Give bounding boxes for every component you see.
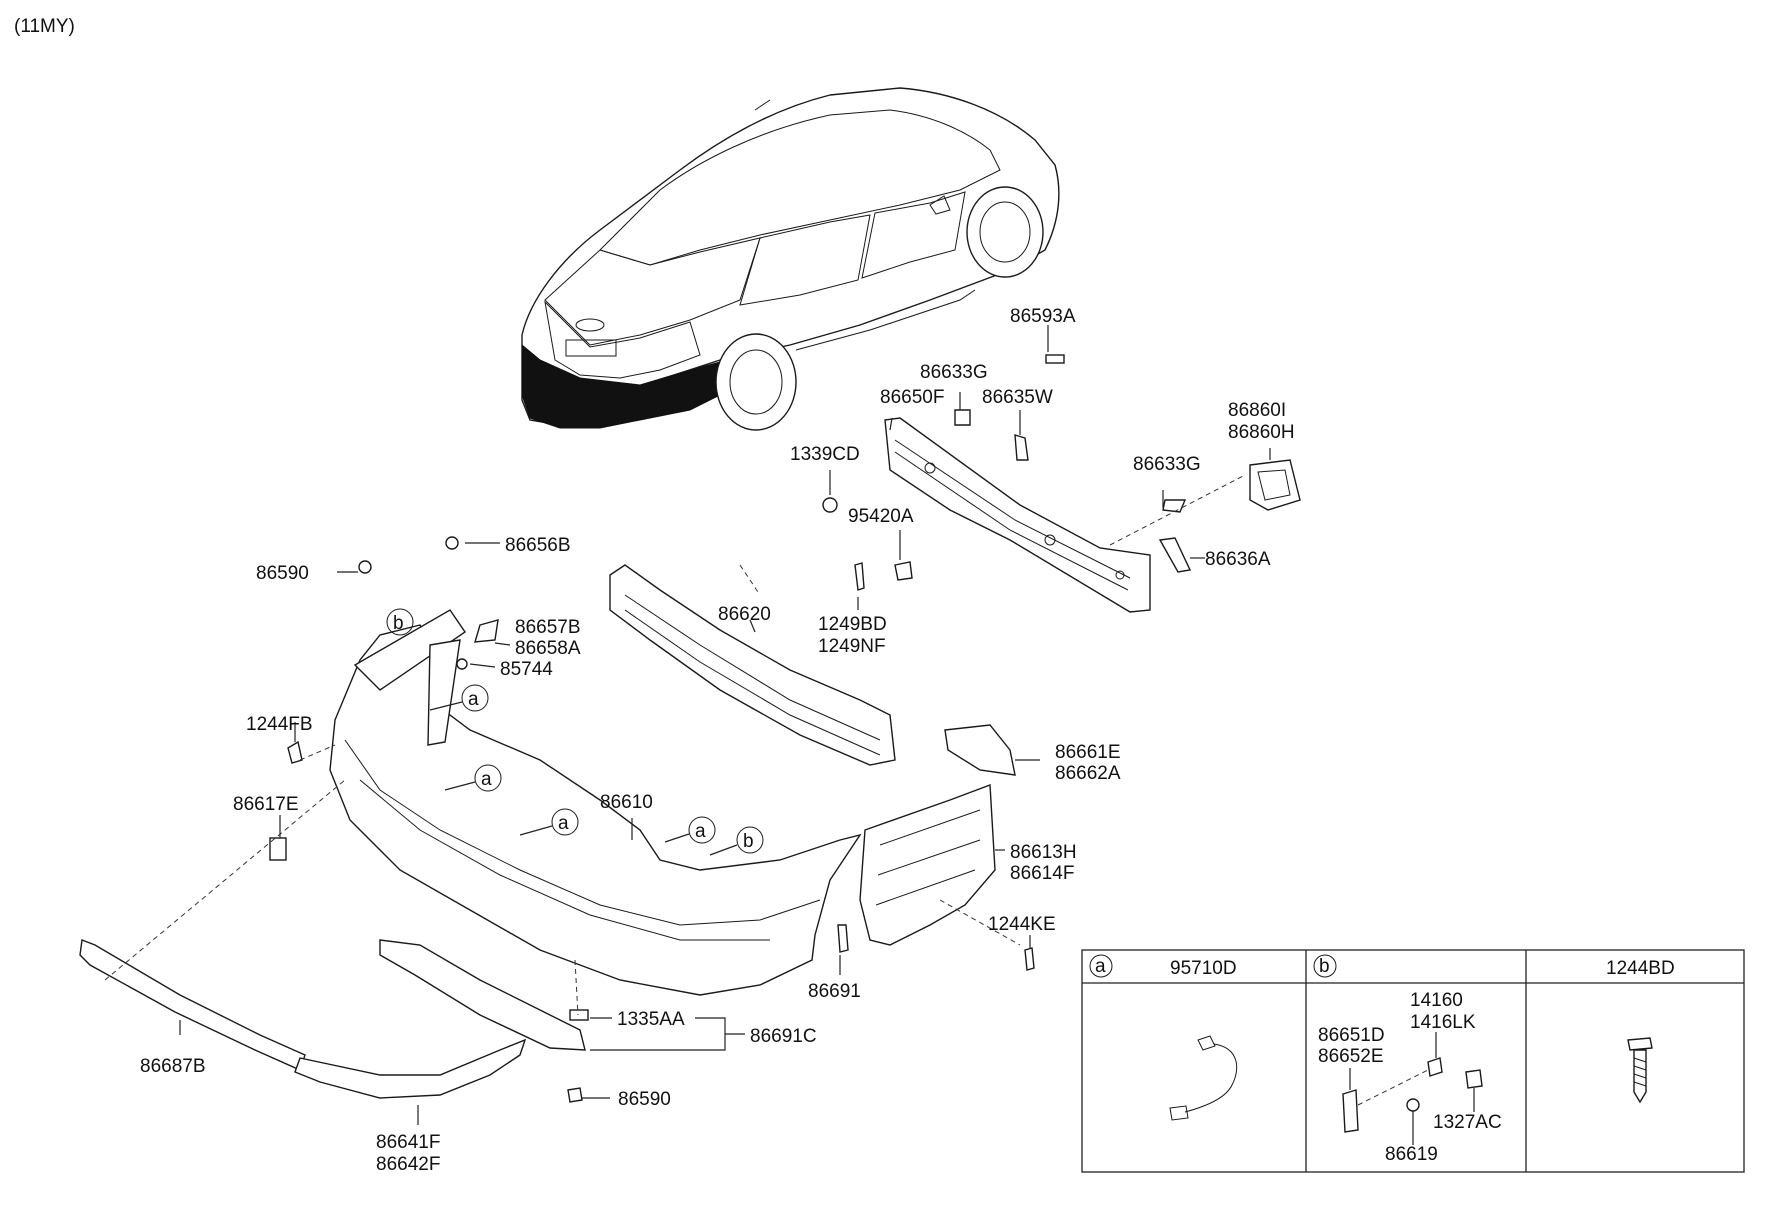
label-1249NF: 1249NF (818, 636, 886, 657)
label-86590-2: 86590 (618, 1089, 671, 1110)
label-1249BD: 1249BD (818, 614, 887, 635)
label-86687B: 86687B (140, 1056, 206, 1077)
legend-95710D: 95710D (1170, 958, 1237, 979)
svg-text:a: a (468, 689, 479, 710)
label-86641F: 86641F (376, 1132, 440, 1153)
legend-1244BD: 1244BD (1606, 958, 1675, 979)
label-86617E: 86617E (233, 794, 299, 815)
callout-b-lower: b (709, 826, 764, 856)
callout-b-upper: b (386, 608, 414, 636)
legend-col-a: a 95710D (1089, 954, 1238, 1121)
label-1339CD: 1339CD (790, 444, 860, 465)
legend-86619: 86619 (1385, 1144, 1438, 1165)
legend-1416LK: 1416LK (1410, 1012, 1476, 1033)
label-86633G-1: 86633G (920, 362, 988, 383)
bumper-cover (269, 536, 862, 996)
label-86650F: 86650F (880, 387, 944, 408)
label-85744: 85744 (500, 659, 553, 680)
label-86620: 86620 (718, 604, 771, 625)
legend-col-b: b 14160 1416LK 86651D 86652E 1327AC 8661… (1313, 954, 1502, 1165)
label-86657B: 86657B (515, 617, 581, 638)
label-86642F: 86642F (376, 1154, 440, 1175)
label-86658A: 86658A (515, 638, 581, 659)
legend-col-c: 1244BD (1606, 958, 1675, 1104)
label-86636A: 86636A (1205, 549, 1271, 570)
svg-text:a: a (695, 821, 706, 842)
svg-text:b: b (393, 613, 404, 634)
label-1244KE: 1244KE (988, 914, 1056, 935)
label-86661E: 86661E (1055, 742, 1121, 763)
callout-a-2: a (444, 764, 502, 792)
callout-a-4: a (664, 816, 716, 844)
label-1244FB: 1244FB (246, 714, 313, 735)
label-86610: 86610 (600, 792, 653, 813)
energy-absorber (609, 564, 896, 766)
legend-86651D: 86651D (1318, 1025, 1385, 1046)
part-labels: 86593A 86633G 86650F 86635W 86860I 86860… (140, 306, 1295, 1175)
label-86590-1: 86590 (256, 563, 309, 584)
label-86691: 86691 (808, 981, 861, 1002)
legend-table: a 95710D b 14160 1416LK 86651D 86652E 13… (1081, 949, 1745, 1173)
legend-1327AC: 1327AC (1433, 1112, 1502, 1133)
lower-moldings (79, 939, 589, 1103)
callouts: b a a a a b (386, 608, 764, 856)
label-86662A: 86662A (1055, 763, 1121, 784)
svg-text:b: b (743, 831, 754, 852)
svg-text:b: b (1319, 956, 1330, 977)
label-86860H: 86860H (1228, 422, 1295, 443)
label-86633G-2: 86633G (1133, 454, 1201, 475)
label-86593A: 86593A (1010, 306, 1076, 327)
label-86613H: 86613H (1010, 842, 1077, 863)
leader-lines (179, 325, 1271, 1125)
model-year-label: (11MY) (14, 16, 75, 37)
bumper-beam-assembly (822, 354, 1301, 613)
svg-text:a: a (558, 813, 569, 834)
label-86656B: 86656B (505, 535, 571, 556)
side-bracket (837, 724, 1035, 971)
label-86614F: 86614F (1010, 863, 1074, 884)
svg-text:a: a (481, 769, 492, 790)
label-86860I: 86860I (1228, 400, 1286, 421)
callout-a-1: a (429, 684, 489, 712)
svg-text:a: a (1095, 956, 1106, 977)
guide-lines (104, 474, 1246, 1016)
label-86635W: 86635W (982, 387, 1053, 408)
callout-a-3: a (519, 808, 579, 836)
label-86691C: 86691C (750, 1026, 817, 1047)
legend-86652E: 86652E (1318, 1046, 1384, 1067)
car-illustration (521, 87, 1060, 431)
legend-14160: 14160 (1410, 990, 1463, 1011)
label-1335AA: 1335AA (617, 1009, 685, 1030)
label-95420A: 95420A (848, 506, 914, 527)
